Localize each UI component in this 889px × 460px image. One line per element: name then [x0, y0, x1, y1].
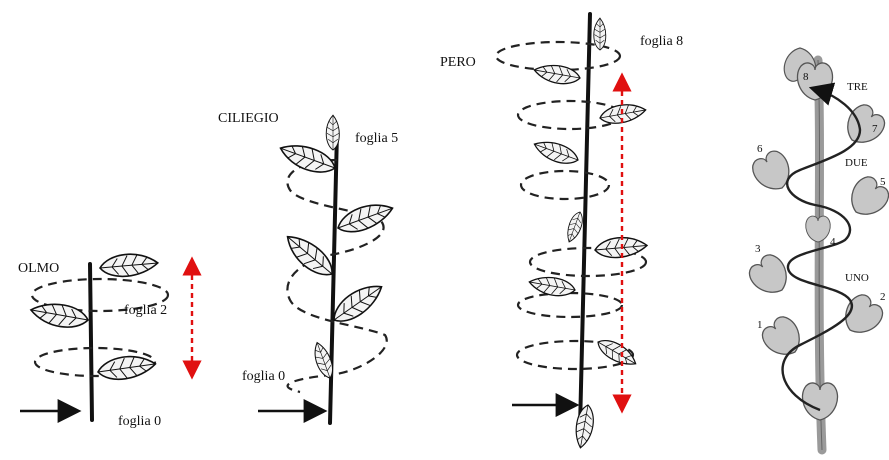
spiral-number-8: 8 — [803, 71, 809, 83]
pero-label-top: foglia 8 — [640, 34, 683, 49]
olmo-label-bottom: foglia 0 — [118, 414, 161, 429]
leaf-icon — [328, 278, 388, 329]
pero-panel: PERO foglia 8 — [440, 14, 683, 449]
spiral-number-5: 5 — [880, 176, 886, 188]
spiral-number-7: 7 — [872, 123, 878, 135]
spiral-turn-label-3: TRE — [847, 81, 868, 93]
leaf-icon — [564, 210, 586, 244]
leaf-icon — [839, 100, 889, 151]
leaf-icon — [758, 312, 809, 363]
leaf-icon — [334, 198, 396, 238]
ciliegio-label-bottom: foglia 0 — [242, 369, 285, 384]
ciliegio-panel: CILIEGIO foglia 5 foglia 0 — [218, 111, 398, 423]
leaf-icon — [29, 300, 90, 332]
ciliegio-stem — [330, 132, 337, 423]
leaf-icon — [528, 274, 577, 299]
olmo-title: OLMO — [18, 261, 59, 276]
olmo-label-top: foglia 2 — [124, 303, 167, 318]
leaf-icon — [533, 62, 582, 87]
spiral-turn-label-2: DUE — [845, 157, 868, 169]
spiral-number-1: 1 — [757, 319, 763, 331]
leaf-icon — [745, 250, 796, 301]
leaf-icon — [802, 383, 837, 420]
olmo-panel: OLMO foglia 2 foglia 0 — [18, 252, 192, 429]
ciliegio-title: CILIEGIO — [218, 111, 279, 126]
leaf-icon — [96, 353, 156, 383]
leaf-icon — [99, 252, 159, 279]
pero-title: PERO — [440, 55, 476, 70]
spiral-number-3: 3 — [755, 243, 761, 255]
spiral-number-6: 6 — [757, 143, 763, 155]
olmo-stem — [90, 264, 92, 420]
leaf-icon — [531, 136, 581, 168]
leaf-icon — [280, 229, 338, 283]
spiral-turn-label-1: UNO — [845, 272, 869, 284]
leaf-icon — [806, 216, 831, 242]
leaf-icon — [573, 404, 597, 450]
ciliegio-label-top: foglia 5 — [355, 131, 398, 146]
spiral-number-2: 2 — [880, 291, 886, 303]
spiral-number-4: 4 — [830, 236, 836, 248]
spiral-panel: 1 2 3 4 5 6 7 8 UNO DUE TRE — [745, 48, 889, 450]
leaf-icon — [326, 115, 339, 150]
leaf-icon — [594, 18, 606, 50]
